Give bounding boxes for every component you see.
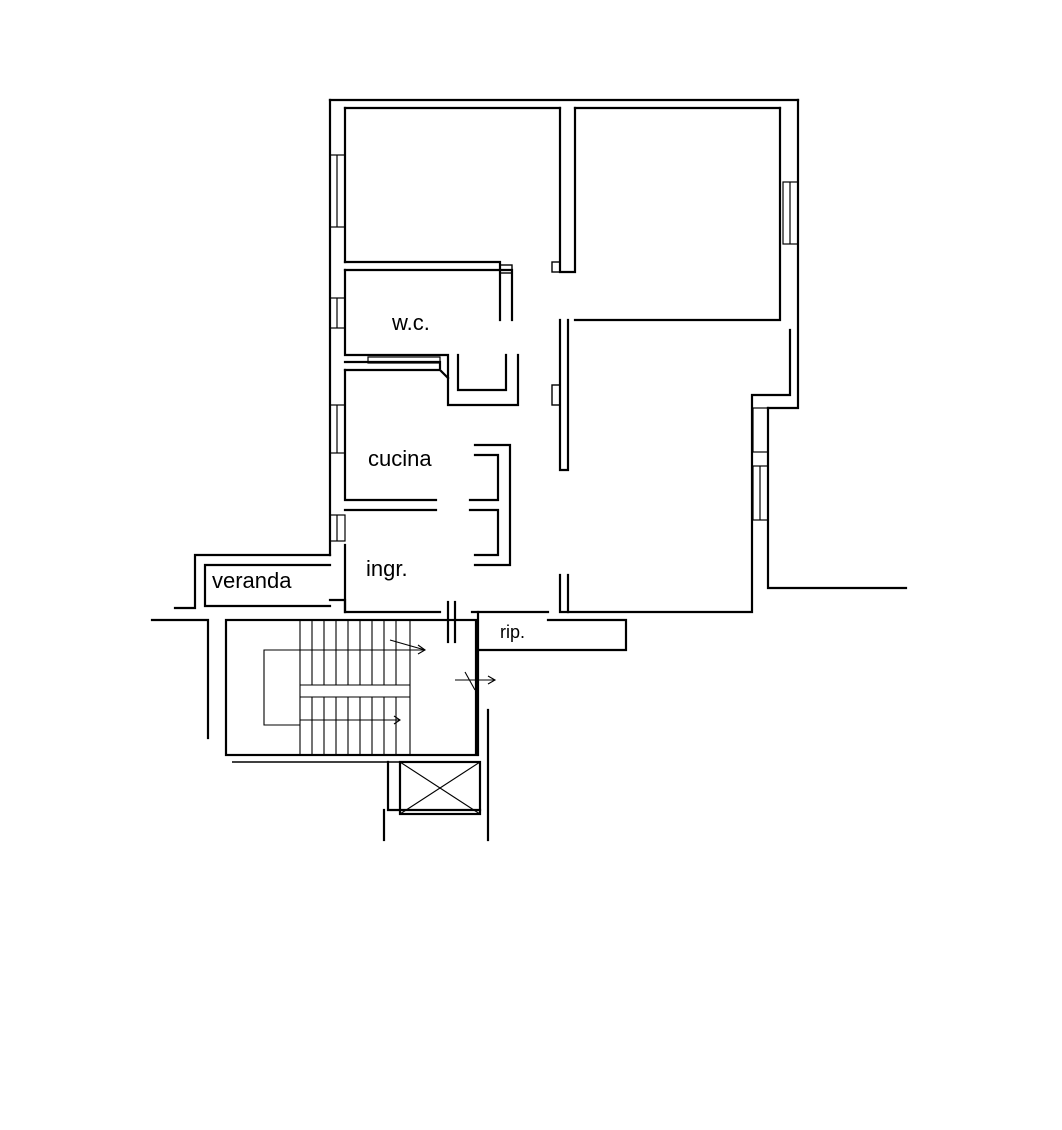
- interior-walls: [150, 106, 577, 740]
- room-label-wc: w.c.: [391, 310, 430, 335]
- lift-shaft-cross: [232, 708, 490, 842]
- room-label-kitchen: cucina: [368, 446, 432, 471]
- staircase: [224, 618, 480, 757]
- room-label-entrance: ingr.: [366, 556, 408, 581]
- entrance-door-icon: [446, 600, 457, 644]
- right-windows: [752, 181, 799, 521]
- room-label-storage: rip.: [500, 622, 525, 642]
- left-windows: [329, 154, 346, 542]
- stair-direction-arrow: [372, 639, 497, 725]
- outer-walls: [328, 98, 908, 652]
- room-label-veranda: veranda: [212, 568, 292, 593]
